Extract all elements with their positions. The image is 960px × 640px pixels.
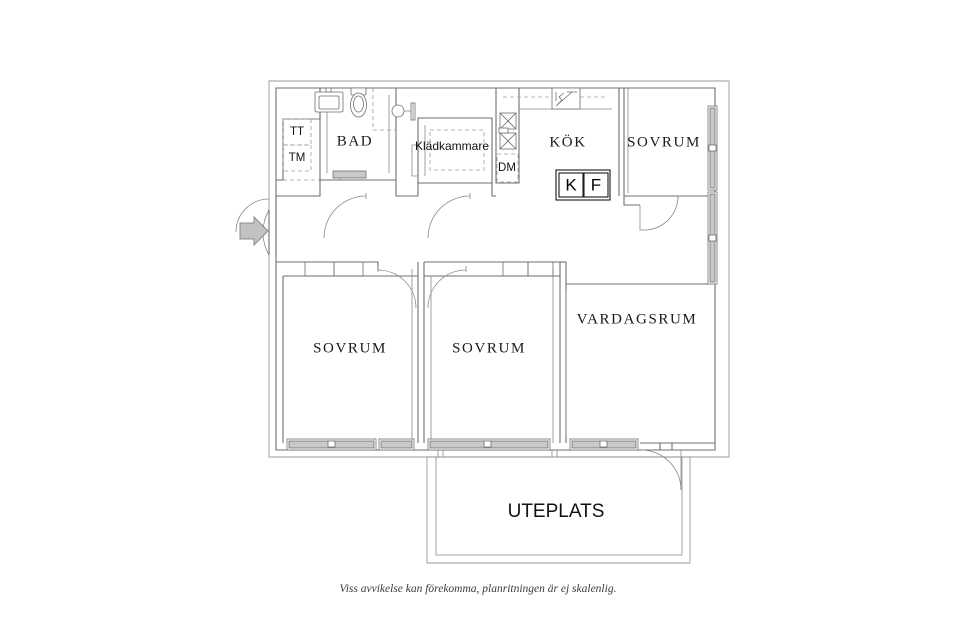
living-room-walls (560, 261, 715, 450)
left-bedroom-walls (276, 261, 419, 443)
appliance-label-dishwasher: DM (498, 162, 516, 174)
bottom-windows (286, 438, 639, 451)
kitchen-sink-icon (498, 112, 517, 150)
right-wall-windows (707, 105, 718, 285)
room-label-vardagsrum: VARDAGSRUM (577, 311, 698, 327)
bathroom-fixtures (314, 87, 396, 179)
terrace-walls (426, 450, 691, 564)
room-label-kladkammare: Klädkammare (415, 139, 489, 153)
terrace-door[interactable] (640, 449, 682, 491)
top-bedroom-door (639, 195, 679, 231)
appliance-label-fridge: K (565, 175, 577, 194)
window-bedroom-left (286, 438, 377, 451)
entry-door[interactable] (235, 198, 270, 256)
disclaimer-caption: Viss avvikelse kan förekomma, planritnin… (340, 583, 617, 595)
appliance-label-freezer: F (591, 175, 601, 194)
toilet-icon (350, 87, 367, 118)
room-label-sovrum-top: SOVRUM (627, 134, 701, 150)
window-bedroom-mid (427, 438, 551, 451)
room-label-bad: BAD (337, 133, 373, 149)
room-label-kok: KÖK (549, 133, 586, 150)
window-living-room (569, 438, 639, 451)
window-right-lower (707, 191, 718, 285)
hall-walls (275, 180, 496, 255)
entry-arrow-icon (239, 215, 269, 247)
room-label-sovrum-left: SOVRUM (313, 340, 387, 356)
middle-bedroom-walls (423, 261, 561, 443)
bathroom-door-window (391, 102, 416, 121)
top-bedroom-walls (623, 88, 715, 206)
kitchen-walls (496, 87, 620, 196)
bathroom-door (323, 193, 367, 239)
stove-icon (551, 87, 581, 110)
appliance-label-washer: TM (289, 152, 306, 164)
room-label-uteplats: UTEPLATS (508, 501, 605, 522)
room-label-sovrum-mid: SOVRUM (452, 340, 526, 356)
bathroom-sink-icon (314, 87, 344, 113)
window-right-upper (707, 105, 718, 191)
window-bedroom-left-2 (378, 438, 415, 451)
dishwasher-and-sink-column (495, 88, 520, 184)
fridge-freezer-unit (555, 169, 611, 201)
closet-door (427, 193, 471, 239)
appliance-label-dryer: TT (290, 126, 304, 138)
